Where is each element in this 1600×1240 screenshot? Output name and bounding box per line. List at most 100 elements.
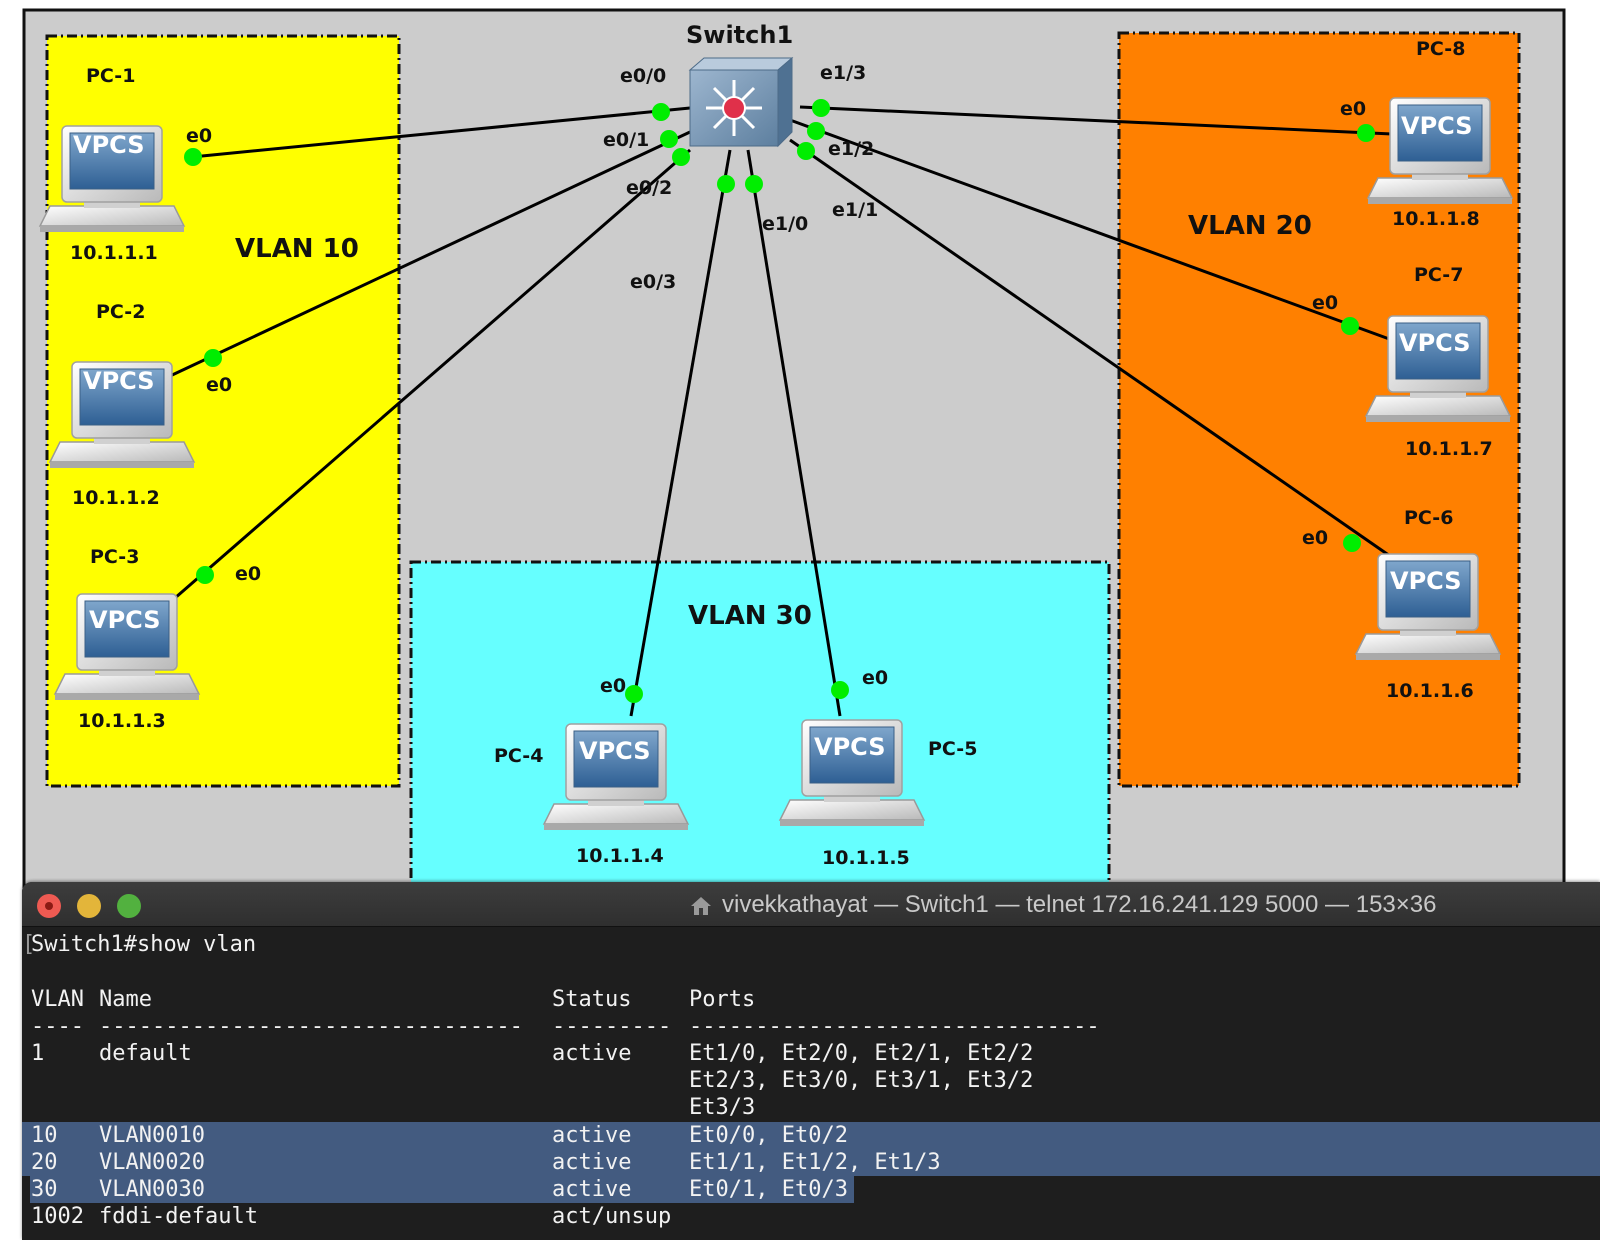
- table-row: 1002 fddi-default act/unsup: [22, 1203, 1600, 1230]
- pc5[interactable]: VPCS PC-5 10.1.1.5 e0: [779, 667, 977, 869]
- link-pc1: [191, 106, 691, 159]
- link-dot: [807, 122, 825, 140]
- command-text: Switch1#show vlan: [31, 932, 257, 957]
- pc3-port: e0: [235, 563, 261, 585]
- cell-name: VLAN0030: [99, 1177, 205, 1202]
- pc4-vpcs-text: VPCS: [579, 737, 651, 765]
- cell-ports: Et1/0, Et2/0, Et2/1, Et2/2: [689, 1041, 1034, 1066]
- pc4-ip: 10.1.1.4: [576, 845, 664, 867]
- link-pc7: [789, 118, 1393, 342]
- pc8[interactable]: VPCS PC-8 10.1.1.8 e0: [1340, 38, 1513, 230]
- cell-vlan: 10: [31, 1123, 58, 1148]
- minimize-button[interactable]: [77, 894, 101, 918]
- prompt-line: [ Switch1#show vlan: [22, 931, 1600, 958]
- divider-name: --------------------------------: [99, 1014, 523, 1039]
- vlan-table-divider: ---- -------------------------------- --…: [22, 1013, 1600, 1040]
- pc3[interactable]: VPCS PC-3 10.1.1.3 e0: [54, 546, 261, 732]
- link-pc5: [746, 149, 842, 717]
- bracket-mark: [: [22, 932, 36, 957]
- table-row-selected: 20 VLAN0020 active Et1/1, Et1/2, Et1/3: [22, 1149, 1600, 1176]
- pc3-name: PC-3: [90, 546, 139, 568]
- pc4[interactable]: VPCS PC-4 10.1.1.4 e0: [494, 675, 689, 867]
- header-vlan: VLAN: [31, 987, 84, 1012]
- pc5-port: e0: [862, 667, 888, 689]
- terminal-output[interactable]: [ Switch1#show vlan VLAN Name Status Por…: [22, 927, 1600, 1240]
- port-label-e1-1: e1/1: [832, 199, 878, 221]
- terminal-window[interactable]: vivekkathayat — Switch1 — telnet 172.16.…: [22, 882, 1600, 1240]
- port-label-e1-2: e1/2: [828, 138, 874, 160]
- pc5-ip: 10.1.1.5: [822, 847, 910, 869]
- pc6[interactable]: VPCS PC-6 10.1.1.6 e0: [1302, 507, 1501, 702]
- link-dot: [652, 103, 670, 121]
- cell-status: active: [552, 1177, 632, 1202]
- link-dot: [204, 349, 222, 367]
- port-label-e0-3: e0/3: [630, 271, 676, 293]
- port-label-e1-0: e1/0: [762, 213, 808, 235]
- pc1-ip: 10.1.1.1: [70, 242, 158, 264]
- vlan30-zone: [409, 560, 1111, 894]
- pc4-port: e0: [600, 675, 626, 697]
- table-row: Et3/3: [22, 1094, 1600, 1121]
- cell-status: active: [552, 1123, 632, 1148]
- divider-status: ---------: [552, 1014, 672, 1039]
- pc6-vpcs-text: VPCS: [1390, 567, 1462, 595]
- cell-ports: Et0/0, Et0/2: [689, 1123, 848, 1148]
- pc2-ip: 10.1.1.2: [72, 487, 160, 509]
- table-row: Et2/3, Et3/0, Et3/1, Et3/2: [22, 1067, 1600, 1094]
- pc3-ip: 10.1.1.3: [78, 710, 166, 732]
- link-dot: [1357, 124, 1375, 142]
- pc2-vpcs-text: VPCS: [83, 367, 155, 395]
- pc1[interactable]: VPCS PC-1 10.1.1.1 e0: [39, 65, 212, 264]
- cell-status: active: [552, 1150, 632, 1175]
- cell-vlan: 1002: [31, 1204, 84, 1229]
- pc7-port: e0: [1312, 292, 1338, 314]
- vlan10-label: VLAN 10: [235, 234, 359, 264]
- port-label-e0-1: e0/1: [603, 129, 649, 151]
- cell-status: act/unsup: [552, 1204, 672, 1229]
- pc7[interactable]: VPCS PC-7 10.1.1.7 e0: [1312, 264, 1511, 460]
- cell-name: fddi-default: [99, 1204, 258, 1229]
- pc3-vpcs-text: VPCS: [89, 606, 161, 634]
- link-dot: [184, 148, 202, 166]
- links: [169, 105, 1393, 717]
- cell-ports: Et2/3, Et3/0, Et3/1, Et3/2: [689, 1068, 1034, 1093]
- pc8-vpcs-text: VPCS: [1401, 112, 1473, 140]
- pc1-name: PC-1: [86, 65, 135, 87]
- link-dot: [797, 142, 815, 160]
- link-dot: [812, 99, 830, 117]
- pc6-ip: 10.1.1.6: [1386, 680, 1474, 702]
- pc2-name: PC-2: [96, 301, 145, 323]
- switch1[interactable]: Switch1: [686, 21, 794, 148]
- cell-status: active: [552, 1041, 632, 1066]
- header-name: Name: [99, 987, 152, 1012]
- link-dot: [1343, 534, 1361, 552]
- pc7-ip: 10.1.1.7: [1405, 438, 1493, 460]
- vlan30-label: VLAN 30: [688, 601, 812, 631]
- vlan-table-header: VLAN Name Status Ports: [22, 986, 1600, 1013]
- pc2[interactable]: VPCS PC-2 10.1.1.2 e0: [49, 301, 232, 509]
- table-row-selected: 10 VLAN0010 active Et0/0, Et0/2: [22, 1122, 1600, 1149]
- cell-vlan: 20: [31, 1150, 58, 1175]
- cell-vlan: 1: [31, 1041, 45, 1066]
- header-ports: Ports: [689, 987, 756, 1012]
- pc1-vpcs-text: VPCS: [73, 131, 145, 159]
- close-button[interactable]: [37, 894, 61, 918]
- pc8-port: e0: [1340, 98, 1366, 120]
- terminal-titlebar[interactable]: vivekkathayat — Switch1 — telnet 172.16.…: [22, 882, 1600, 927]
- pc8-ip: 10.1.1.8: [1392, 208, 1480, 230]
- divider-ports: -------------------------------: [689, 1014, 1100, 1039]
- cell-ports: Et0/1, Et0/3: [689, 1177, 848, 1202]
- link-pc6: [789, 138, 1391, 558]
- pc4-name: PC-4: [494, 745, 543, 767]
- link-dot: [717, 175, 735, 193]
- pc5-name: PC-5: [928, 738, 977, 760]
- link-pc4: [629, 149, 732, 717]
- cell-vlan: 30: [31, 1177, 58, 1202]
- selection-highlight: [30, 1176, 854, 1203]
- port-label-e0-2: e0/2: [626, 177, 672, 199]
- zoom-button[interactable]: [117, 894, 141, 918]
- pc8-name: PC-8: [1416, 38, 1465, 60]
- header-status: Status: [552, 987, 632, 1012]
- vlan20-label: VLAN 20: [1188, 211, 1312, 241]
- table-row: 1 default active Et1/0, Et2/0, Et2/1, Et…: [22, 1040, 1600, 1067]
